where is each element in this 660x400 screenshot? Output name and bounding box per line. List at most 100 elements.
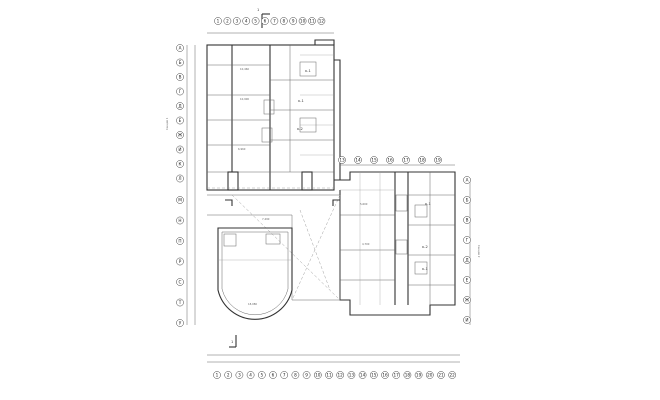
axis-bubble-top: 12 bbox=[317, 17, 326, 25]
axis-bubble-bottom: 5 bbox=[257, 371, 266, 379]
axis-bubble-top: 6 bbox=[261, 17, 269, 25]
svg-text:21: 21 bbox=[438, 373, 444, 378]
axis-bubble-top: 5 bbox=[251, 17, 260, 25]
axis-bubble-bottom: 17 bbox=[392, 371, 401, 379]
upper-stair bbox=[263, 99, 275, 115]
axis-bubble-bottom: 11 bbox=[325, 371, 333, 379]
axis-bubble-top: 8 bbox=[279, 17, 288, 25]
axis-bubble-bottom: 10 bbox=[313, 371, 322, 379]
svg-text:1: 1 bbox=[217, 19, 220, 24]
svg-text:6: 6 bbox=[264, 19, 267, 24]
axis-bubble-bottom: 12 bbox=[336, 371, 345, 379]
axis-bubble-top: 7 bbox=[270, 17, 279, 25]
svg-text:22: 22 bbox=[450, 373, 456, 378]
axis-bubble-bottom: 1 bbox=[213, 371, 221, 379]
apartment-label: к-1 bbox=[298, 99, 304, 103]
axis-bubble-bottom: 3 bbox=[235, 371, 244, 379]
svg-text:4: 4 bbox=[245, 19, 248, 24]
svg-text:9: 9 bbox=[305, 373, 308, 378]
axis-bubble-mid: 14 bbox=[354, 156, 362, 164]
svg-text:Б: Б bbox=[466, 198, 469, 203]
svg-text:Г: Г bbox=[179, 89, 182, 94]
axis-bubble-bottom: 2 bbox=[224, 371, 233, 379]
area-label: 10,900 bbox=[240, 97, 249, 101]
section-mark-top: 1 bbox=[257, 8, 259, 12]
axis-bubble-top: 2 bbox=[223, 17, 232, 25]
apartment-label: к-2 bbox=[297, 127, 303, 131]
axis-bubble-left: Ж bbox=[176, 131, 184, 139]
area-label: 7,490 bbox=[262, 217, 270, 221]
axis-bubble-bottom: 18 bbox=[403, 371, 412, 379]
svg-text:15: 15 bbox=[371, 373, 377, 378]
svg-text:11: 11 bbox=[326, 373, 332, 378]
svg-text:Д: Д bbox=[178, 104, 182, 109]
axis-bubble-left: Л bbox=[176, 174, 184, 183]
axis-bubble-left: У bbox=[176, 319, 184, 327]
svg-text:М: М bbox=[178, 198, 182, 203]
svg-text:Л: Л bbox=[178, 176, 181, 181]
round-hall bbox=[217, 227, 293, 320]
svg-text:2: 2 bbox=[226, 19, 229, 24]
axis-bubble-right: Е bbox=[463, 276, 471, 284]
axis-bubble-bottom: 16 bbox=[381, 371, 389, 379]
svg-text:3: 3 bbox=[238, 373, 241, 378]
axis-bubble-left: Н bbox=[176, 216, 184, 225]
axis-bubble-bottom: 4 bbox=[246, 371, 255, 379]
axis-bubble-bottom: 9 bbox=[302, 371, 311, 379]
svg-text:13: 13 bbox=[339, 158, 345, 163]
upper-bath-2 bbox=[299, 117, 317, 133]
svg-text:20: 20 bbox=[427, 373, 433, 378]
svg-text:7: 7 bbox=[283, 373, 286, 378]
side-label-left: Секция 1 bbox=[165, 117, 169, 130]
svg-text:14: 14 bbox=[360, 373, 366, 378]
axis-bubble-top: 11 bbox=[308, 17, 316, 25]
svg-text:5: 5 bbox=[254, 19, 257, 24]
axis-bubble-left: И bbox=[176, 145, 184, 154]
svg-text:Д: Д bbox=[465, 258, 469, 263]
axis-bubble-left: М bbox=[176, 196, 184, 204]
axis-bubble-left: П bbox=[176, 237, 184, 245]
svg-text:А: А bbox=[179, 46, 182, 51]
axis-bubble-bottom: 13 bbox=[347, 371, 356, 379]
axis-bubble-mid: 17 bbox=[402, 156, 410, 164]
svg-text:Б: Б bbox=[179, 60, 182, 65]
area-label: 6,960 bbox=[238, 147, 246, 151]
svg-text:И: И bbox=[178, 147, 181, 152]
axis-bubble-top: 9 bbox=[289, 17, 298, 25]
svg-text:13: 13 bbox=[349, 373, 355, 378]
svg-text:17: 17 bbox=[394, 373, 400, 378]
axis-bubble-left: А bbox=[176, 44, 184, 52]
axis-bubble-bottom: 20 bbox=[425, 371, 434, 379]
dimension-lines bbox=[186, 32, 471, 363]
axis-bubble-left: Б bbox=[176, 58, 184, 67]
right-wing bbox=[334, 171, 456, 316]
axis-bubble-bottom: 6 bbox=[269, 371, 277, 379]
svg-text:5: 5 bbox=[260, 373, 263, 378]
courtyard-outline bbox=[207, 194, 341, 301]
svg-text:12: 12 bbox=[338, 373, 344, 378]
axis-bubble-bottom: 8 bbox=[291, 371, 300, 379]
upper-bath-1 bbox=[299, 61, 317, 77]
svg-text:8: 8 bbox=[282, 19, 285, 24]
upper-wing bbox=[206, 39, 341, 191]
svg-text:Т: Т bbox=[178, 300, 182, 305]
axis-bubble-mid: 16 bbox=[386, 156, 394, 164]
axis-bubble-bottom: 22 bbox=[448, 371, 457, 379]
axis-bubble-bottom: 14 bbox=[358, 371, 367, 379]
svg-text:Г: Г bbox=[466, 238, 469, 243]
area-label: 4,700 bbox=[362, 242, 370, 246]
axis-bubble-left: К bbox=[176, 160, 184, 168]
svg-text:10: 10 bbox=[300, 19, 306, 24]
svg-text:14: 14 bbox=[355, 158, 361, 163]
axis-bubble-mid: 18 bbox=[418, 156, 426, 164]
area-label: 5,600 bbox=[360, 202, 368, 206]
svg-text:9: 9 bbox=[292, 19, 295, 24]
axis-bubble-right: Ж bbox=[463, 296, 471, 304]
axis-bubble-bottom: 21 bbox=[437, 371, 445, 379]
axis-bubble-top: 4 bbox=[242, 17, 251, 25]
area-label: 10,460 bbox=[240, 67, 249, 71]
svg-text:16: 16 bbox=[387, 158, 393, 163]
svg-text:В: В bbox=[466, 218, 469, 223]
axis-bubble-right: Д bbox=[463, 256, 471, 264]
